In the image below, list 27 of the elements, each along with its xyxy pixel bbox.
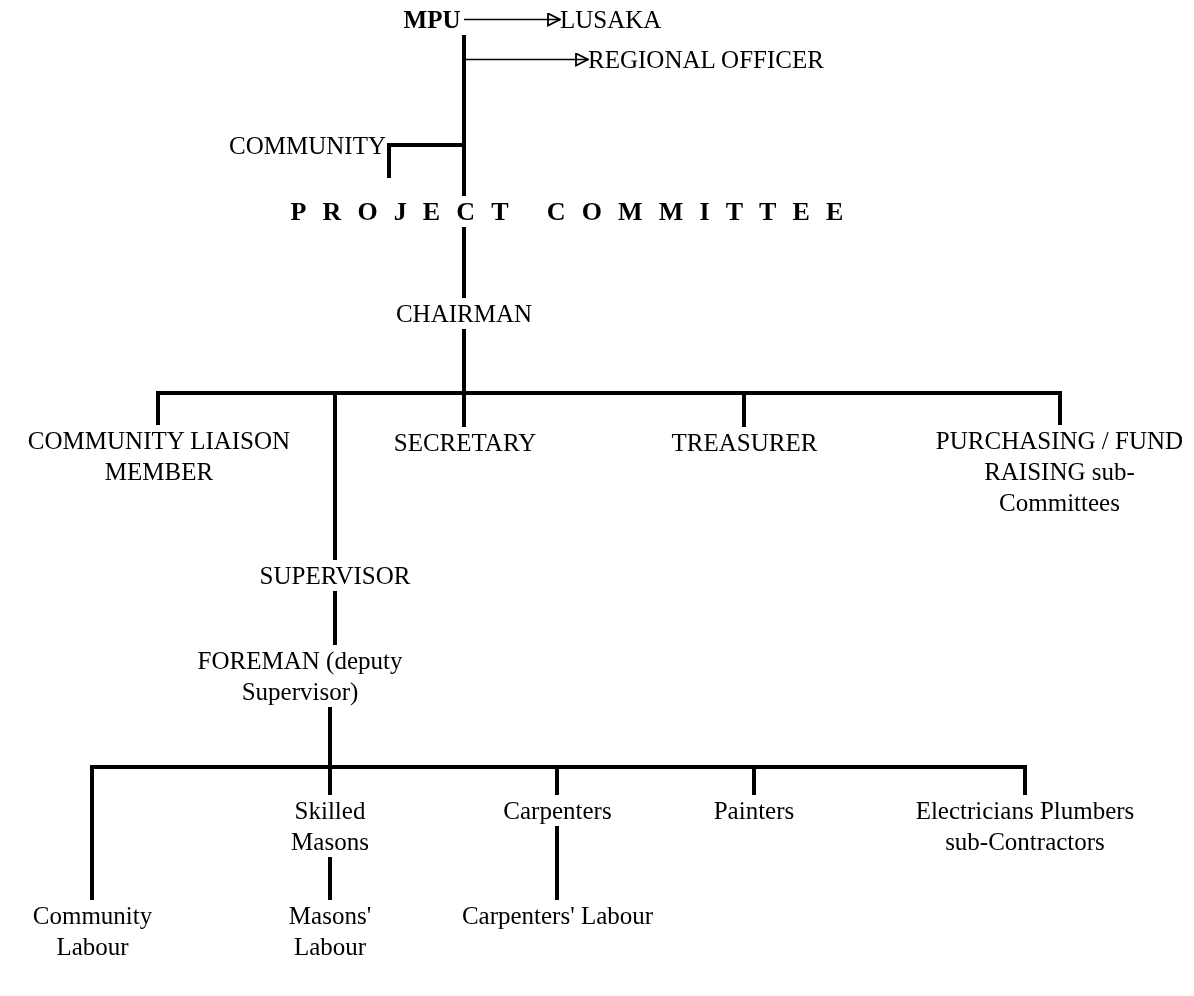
role-label: FOREMAN (deputy Supervisor) bbox=[180, 645, 420, 707]
connector-line bbox=[387, 143, 466, 196]
role-label: Painters bbox=[690, 795, 818, 826]
role-label: REGIONAL OFFICER bbox=[588, 44, 824, 75]
role-label: SUPERVISOR bbox=[222, 560, 448, 591]
arrow bbox=[463, 12, 561, 27]
role-label: Community Labour bbox=[0, 900, 185, 962]
role-label: Masons' Labour bbox=[262, 900, 398, 962]
role-label: COMMUNITY LIAISON MEMBER bbox=[0, 425, 318, 487]
connector-line bbox=[555, 826, 559, 900]
role-label: Electricians Plumbers sub-Contractors bbox=[915, 795, 1135, 857]
role-label: SECRETARY bbox=[355, 427, 575, 458]
role-label: Skilled Masons bbox=[262, 795, 398, 857]
role-label: PURCHASING / FUND RAISING sub-Committees bbox=[925, 425, 1194, 518]
role-label: COMMUNITY bbox=[136, 130, 386, 181]
connector-line bbox=[328, 707, 1027, 795]
role-label: CHAIRMAN bbox=[375, 298, 553, 329]
connector-line bbox=[333, 591, 337, 645]
role-label: MPU bbox=[400, 4, 464, 35]
connector-line bbox=[333, 329, 466, 560]
role-label: Carpenters' Labour bbox=[460, 900, 655, 931]
role-label: LUSAKA bbox=[560, 4, 662, 35]
role-label: TREASURER bbox=[612, 427, 877, 458]
connector-line bbox=[328, 857, 332, 900]
role-label: Carpenters bbox=[465, 795, 650, 826]
role-label: PROJECT COMMITTEE bbox=[195, 190, 955, 227]
connector-line bbox=[462, 227, 466, 298]
